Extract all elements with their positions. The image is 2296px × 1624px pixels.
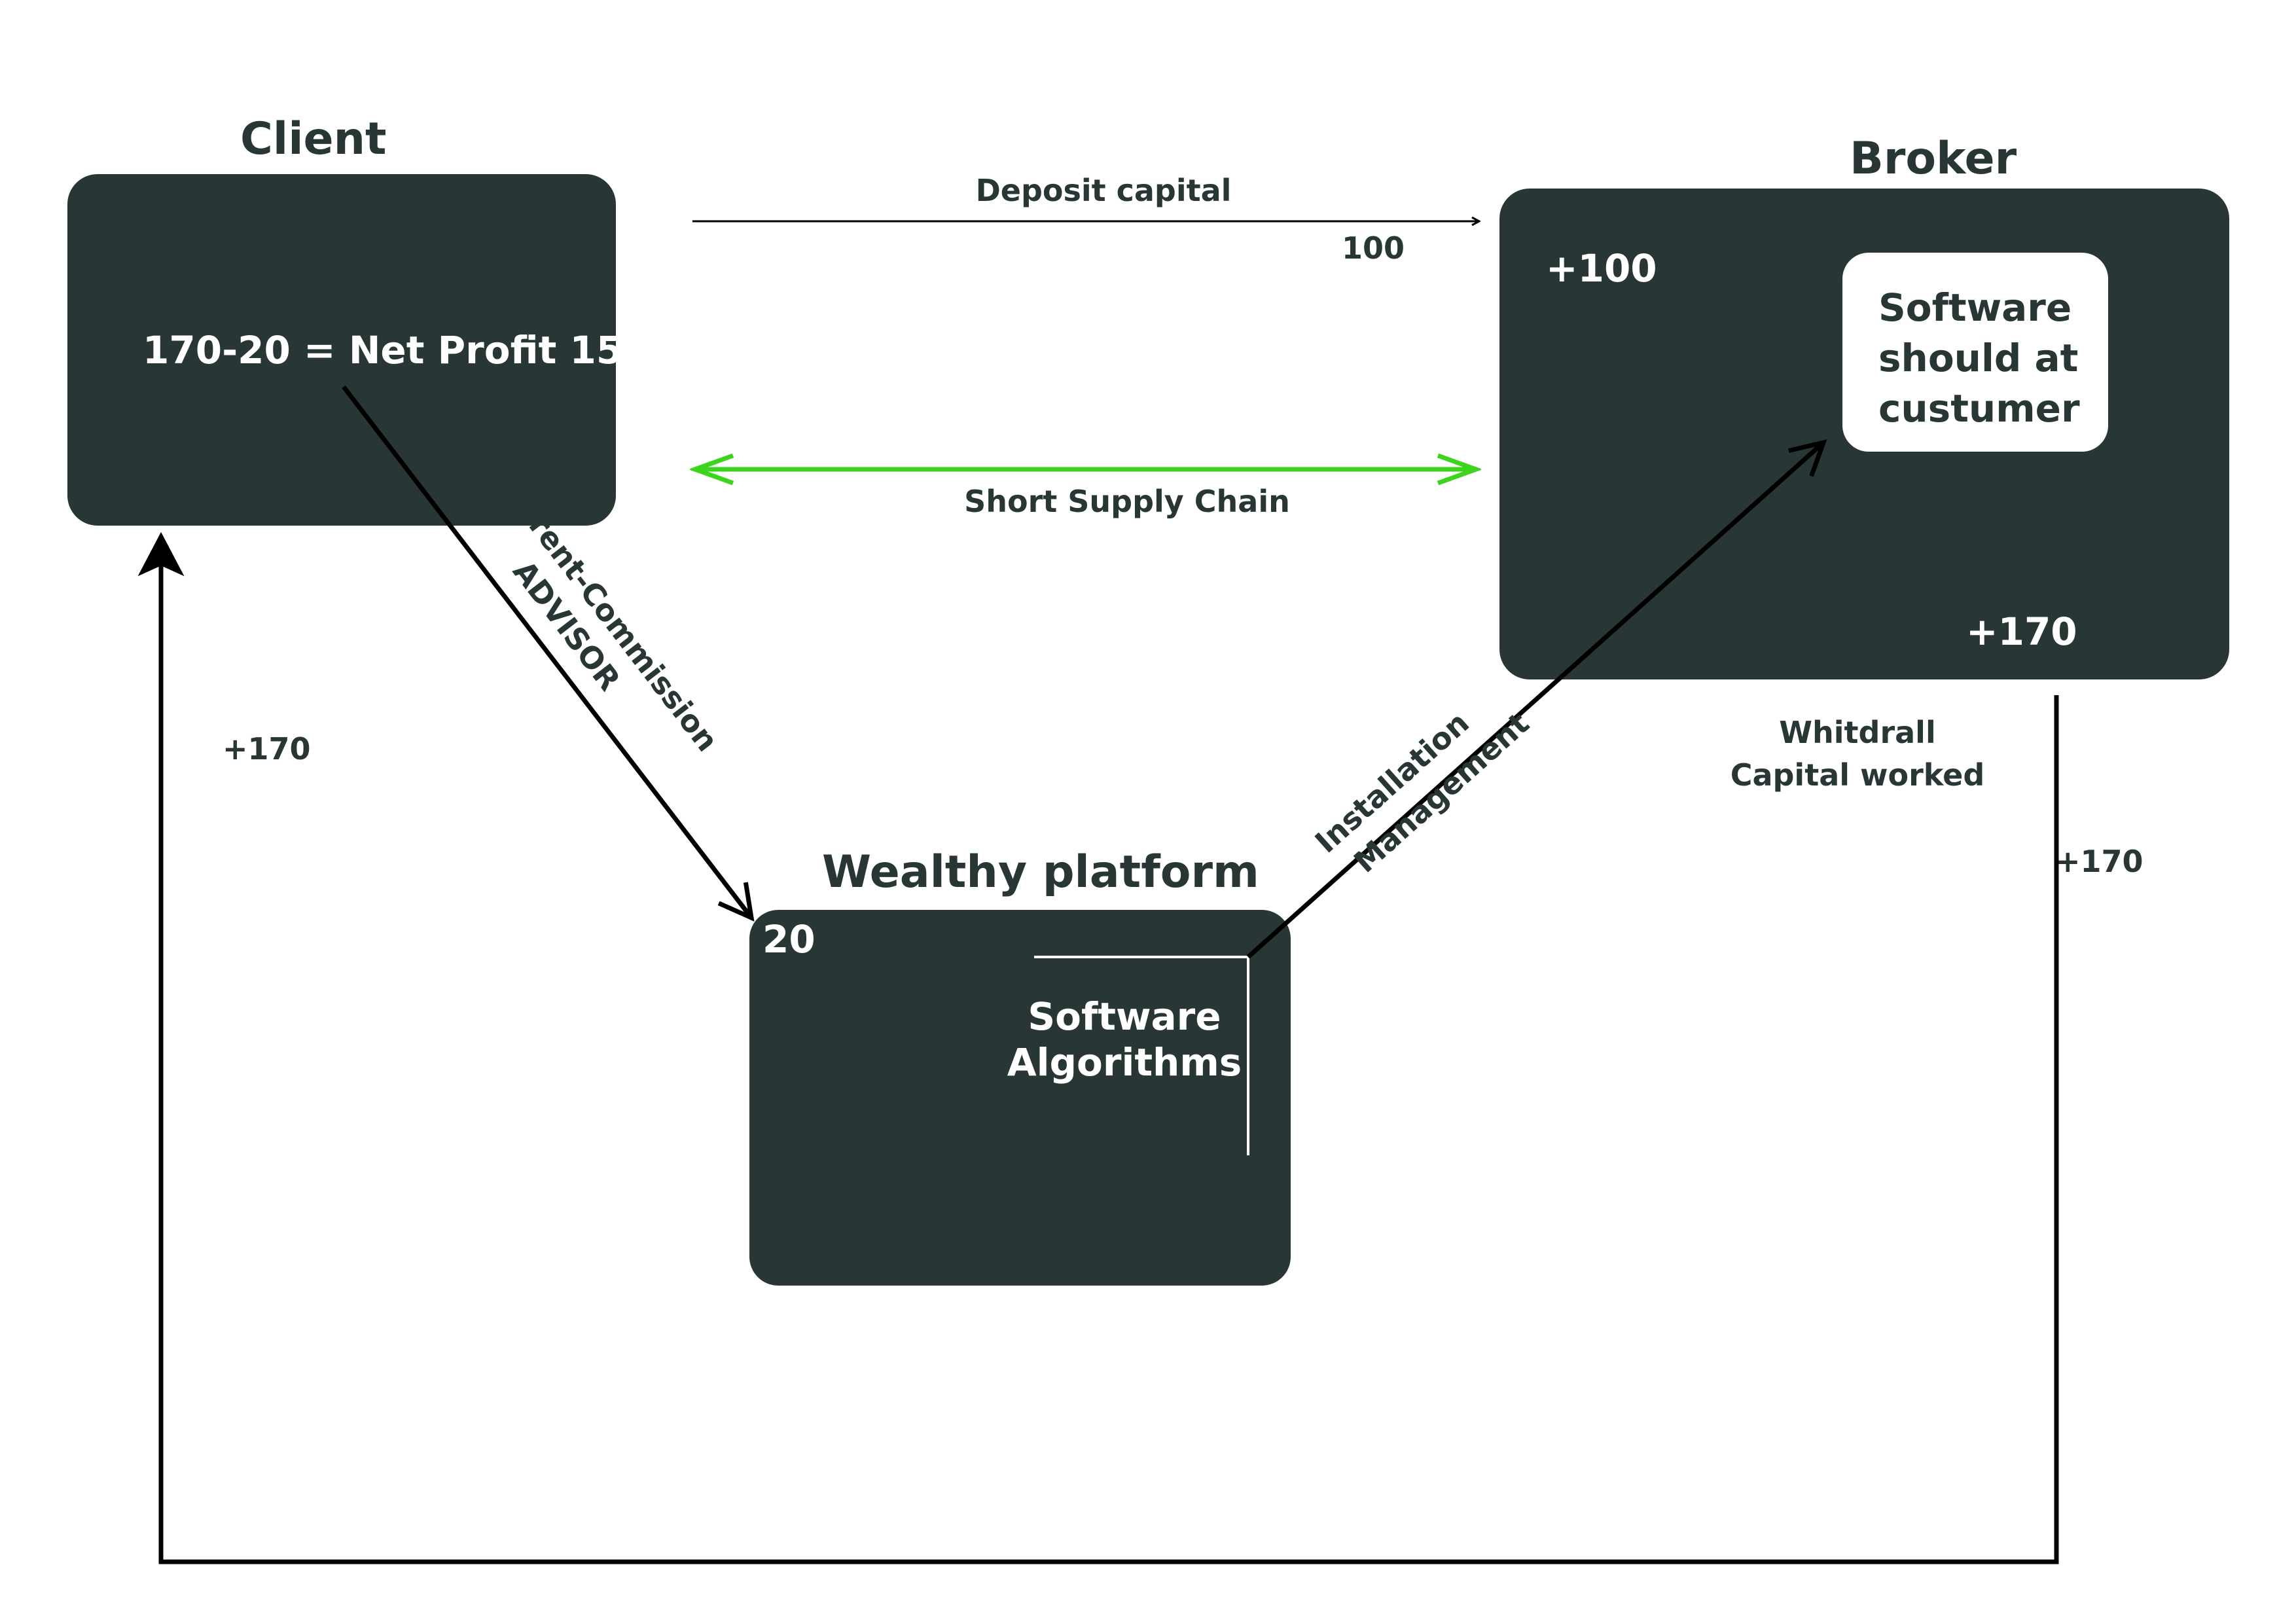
client-title: Client xyxy=(240,113,387,165)
broker-deposit-value: +100 xyxy=(1546,246,1657,291)
broker-title: Broker xyxy=(1850,133,2017,185)
software-note-line-2: should at xyxy=(1878,336,2078,380)
broker-withdraw-value: +170 xyxy=(1966,609,2077,654)
software-note-line-3: custumer xyxy=(1878,386,2080,431)
return-amount: +170 xyxy=(223,731,311,767)
platform-commission-value: 20 xyxy=(762,917,816,962)
platform-software-line-1: Software xyxy=(1028,994,1221,1039)
platform-software-line-2: Algorithms xyxy=(1007,1040,1242,1085)
commission-arrow xyxy=(342,385,755,922)
platform-box[interactable] xyxy=(749,910,1291,1286)
software-note-box[interactable] xyxy=(1842,253,2108,452)
withdraw-label-line-2: Capital worked xyxy=(1731,757,1985,793)
client-net-profit: 170-20 = Net Profit 150 xyxy=(143,328,649,372)
withdraw-amount: +170 xyxy=(2055,844,2144,879)
supply-chain-label: Short Supply Chain xyxy=(964,484,1290,519)
installation-arrow xyxy=(1246,439,1827,959)
client-box[interactable] xyxy=(67,174,616,526)
deposit-label: Deposit capital xyxy=(976,173,1232,208)
return-arrowhead xyxy=(137,532,185,577)
return-path xyxy=(158,543,2059,1564)
deposit-amount: 100 xyxy=(1342,230,1405,266)
platform-title: Wealthy platform xyxy=(822,846,1259,898)
withdraw-label-line-1: Whitdrall xyxy=(1779,715,1935,750)
software-note-line-1: Software xyxy=(1878,285,2072,330)
